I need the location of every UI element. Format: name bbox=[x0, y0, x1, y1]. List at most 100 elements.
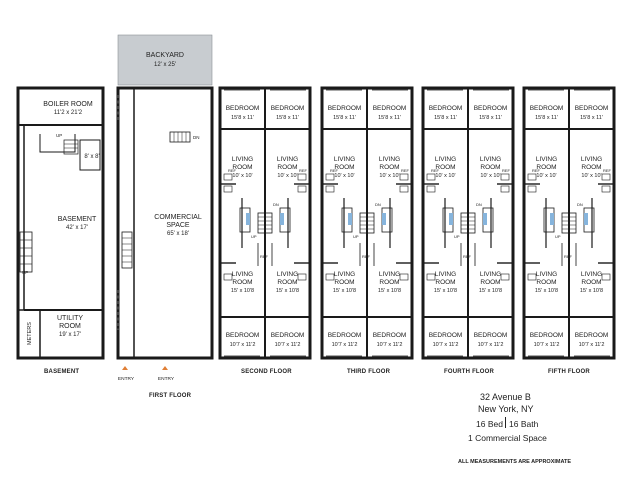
basement-up-label: UP bbox=[56, 133, 62, 138]
floor-4-left-bedroom-rear-name: BEDROOM bbox=[429, 332, 463, 339]
floor-4-ref-tag-4: REF bbox=[463, 254, 472, 259]
first-floor-caption: FIRST FLOOR bbox=[149, 393, 192, 399]
first-floor-dn-label: DN bbox=[193, 135, 200, 140]
floor-2-right-living-rear-name_1: LIVING bbox=[277, 271, 298, 278]
floor-5-right-bedroom-front-dims: 15'8 x 11' bbox=[580, 115, 603, 121]
floor-4-left-bedroom-front-dims: 15'8 x 11' bbox=[434, 115, 457, 121]
floor-5-ref-tag-4: REF bbox=[564, 254, 573, 259]
floor-5-left-bedroom-rear-name: BEDROOM bbox=[530, 332, 564, 339]
fourth-floor-caption: FOURTH FLOOR bbox=[444, 369, 495, 375]
floor-2-right-living-rear-name_2: ROOM bbox=[277, 279, 297, 286]
entry-arrow-icon bbox=[122, 366, 128, 370]
floor-5-left-living-front-dims: 10' x 10' bbox=[536, 173, 556, 179]
floor-5-left-bedroom-rear-dims: 10'7 x 11'2 bbox=[534, 342, 560, 348]
floor-4-right-living-front-dims: 10' x 10' bbox=[480, 173, 500, 179]
floor-4-up-tag-0: UP bbox=[454, 234, 460, 239]
floor-3-right-bedroom-rear-dims: 10'7 x 11'2 bbox=[377, 342, 403, 348]
floor-3-left-living-front-name_1: LIVING bbox=[334, 156, 355, 163]
floor-2-right-bedroom-front-dims: 15'8 x 11' bbox=[276, 115, 299, 121]
address-line-1: 32 Avenue B bbox=[480, 392, 531, 402]
floor-3-right-living-front-dims: 10' x 10' bbox=[379, 173, 399, 179]
second-floor-caption: SECOND FLOOR bbox=[241, 369, 292, 375]
floor-2-up-tag-0: UP bbox=[251, 234, 257, 239]
floor-2-ref-tag-4: REF bbox=[260, 254, 269, 259]
basement-up-label-2: UP bbox=[22, 270, 28, 275]
floor-2-right-living-rear-dims: 15' x 10'8 bbox=[276, 288, 299, 294]
bed-bath-divider bbox=[505, 417, 506, 428]
floor-3-ref-tag-4: REF bbox=[362, 254, 371, 259]
boiler-room-name: BOILER ROOM bbox=[43, 101, 93, 108]
floor-2-right-bedroom-rear-name: BEDROOM bbox=[271, 332, 305, 339]
floor-2-right-bedroom-rear-dims: 10'7 x 11'2 bbox=[275, 342, 301, 348]
floor-2-left-living-front-name_1: LIVING bbox=[232, 156, 253, 163]
entry-label-2: ENTRY bbox=[158, 376, 175, 382]
third-floor-caption: THIRD FLOOR bbox=[347, 369, 391, 375]
floor-3-up-tag-0: UP bbox=[353, 234, 359, 239]
commercial-space-name-1: COMMERCIAL bbox=[154, 214, 202, 221]
floor-4-right-living-front-name_2: ROOM bbox=[480, 164, 500, 171]
floor-5-right-living-front-name_2: ROOM bbox=[581, 164, 601, 171]
floor-3-right-bedroom-front-name: BEDROOM bbox=[373, 105, 407, 112]
floor-4-left-bedroom-front-name: BEDROOM bbox=[429, 105, 463, 112]
fifth-floor-caption: FIFTH FLOOR bbox=[548, 369, 590, 375]
floor-5-right-bedroom-rear-dims: 10'7 x 11'2 bbox=[579, 342, 605, 348]
utility-room-dims: 19' x 17' bbox=[59, 332, 81, 338]
floor-3-right-living-rear-name_1: LIVING bbox=[379, 271, 400, 278]
floor-5-right-living-rear-dims: 15' x 10'8 bbox=[580, 288, 603, 294]
floor-3-left-living-front-dims: 10' x 10' bbox=[334, 173, 354, 179]
floor-2-left-living-front-dims: 10' x 10' bbox=[232, 173, 252, 179]
floor-2-right-living-front-dims: 10' x 10' bbox=[277, 173, 297, 179]
floor-5-left-living-rear-dims: 15' x 10'8 bbox=[535, 288, 558, 294]
utility-room-name-2: ROOM bbox=[59, 323, 81, 330]
floor-3-right-living-rear-dims: 15' x 10'8 bbox=[378, 288, 401, 294]
third-floor-plan bbox=[320, 86, 414, 360]
floor-2-ref-tag-3: REF bbox=[299, 168, 308, 173]
address-line-2: New York, NY bbox=[478, 404, 534, 414]
floor-5-ref-tag-3: REF bbox=[603, 168, 612, 173]
boiler-room-dims: 11'2 x 21'2 bbox=[54, 110, 83, 116]
small-room-dims: 8' x 8' bbox=[84, 154, 99, 160]
floor-3-right-bedroom-rear-name: BEDROOM bbox=[373, 332, 407, 339]
floor-5-left-living-rear-name_1: LIVING bbox=[536, 271, 557, 278]
fourth-floor-plan bbox=[421, 86, 515, 360]
floor-5-left-bedroom-front-name: BEDROOM bbox=[530, 105, 564, 112]
floor-3-left-living-rear-name_2: ROOM bbox=[334, 279, 354, 286]
floor-3-left-living-rear-name_1: LIVING bbox=[334, 271, 355, 278]
floor-4-right-living-rear-name_2: ROOM bbox=[480, 279, 500, 286]
floor-3-right-living-front-name_2: ROOM bbox=[379, 164, 399, 171]
floor-3-left-bedroom-rear-dims: 10'7 x 11'2 bbox=[332, 342, 358, 348]
floor-3-left-bedroom-front-name: BEDROOM bbox=[328, 105, 362, 112]
floor-2-right-bedroom-front-name: BEDROOM bbox=[271, 105, 305, 112]
floor-5-left-living-front-name_1: LIVING bbox=[536, 156, 557, 163]
floor-2-left-bedroom-rear-dims: 10'7 x 11'2 bbox=[230, 342, 256, 348]
floor-5-right-bedroom-rear-name: BEDROOM bbox=[575, 332, 609, 339]
floor-3-left-bedroom-front-dims: 15'8 x 11' bbox=[333, 115, 356, 121]
floor-3-left-living-rear-dims: 15' x 10'8 bbox=[333, 288, 356, 294]
floor-4-ref-tag-3: REF bbox=[502, 168, 511, 173]
measurements-disclaimer: ALL MEASUREMENTS ARE APPROXIMATE bbox=[458, 459, 572, 465]
floor-4-right-bedroom-front-dims: 15'8 x 11' bbox=[479, 115, 502, 121]
floor-5-right-living-rear-name_2: ROOM bbox=[581, 279, 601, 286]
floor-2-right-living-front-name_2: ROOM bbox=[277, 164, 297, 171]
floor-5-left-living-rear-name_2: ROOM bbox=[536, 279, 556, 286]
floor-4-ref-tag-2: REF bbox=[431, 168, 440, 173]
floor-5-dn-tag-1: DN bbox=[577, 202, 583, 207]
first-floor-plan bbox=[116, 86, 214, 360]
floor-3-ref-tag-2: REF bbox=[330, 168, 339, 173]
backyard-name: BACKYARD bbox=[146, 52, 184, 59]
backyard-dims: 12' x 25' bbox=[154, 62, 176, 68]
floor-5-right-living-front-name_1: LIVING bbox=[581, 156, 602, 163]
utility-room-name-1: UTILITY bbox=[57, 315, 83, 322]
floor-2-left-bedroom-front-dims: 15'8 x 11' bbox=[231, 115, 254, 121]
meters-label: METERS bbox=[27, 322, 33, 345]
floor-2-dn-tag-1: DN bbox=[273, 202, 279, 207]
floor-2-left-living-rear-name_2: ROOM bbox=[232, 279, 252, 286]
floor-2-left-living-rear-dims: 15' x 10'8 bbox=[231, 288, 254, 294]
floor-4-right-bedroom-rear-dims: 10'7 x 11'2 bbox=[478, 342, 504, 348]
basement-plan bbox=[16, 86, 105, 360]
floor-3-left-living-front-name_2: ROOM bbox=[334, 164, 354, 171]
floor-4-dn-tag-1: DN bbox=[476, 202, 482, 207]
entry-arrow-icon-2 bbox=[162, 366, 168, 370]
